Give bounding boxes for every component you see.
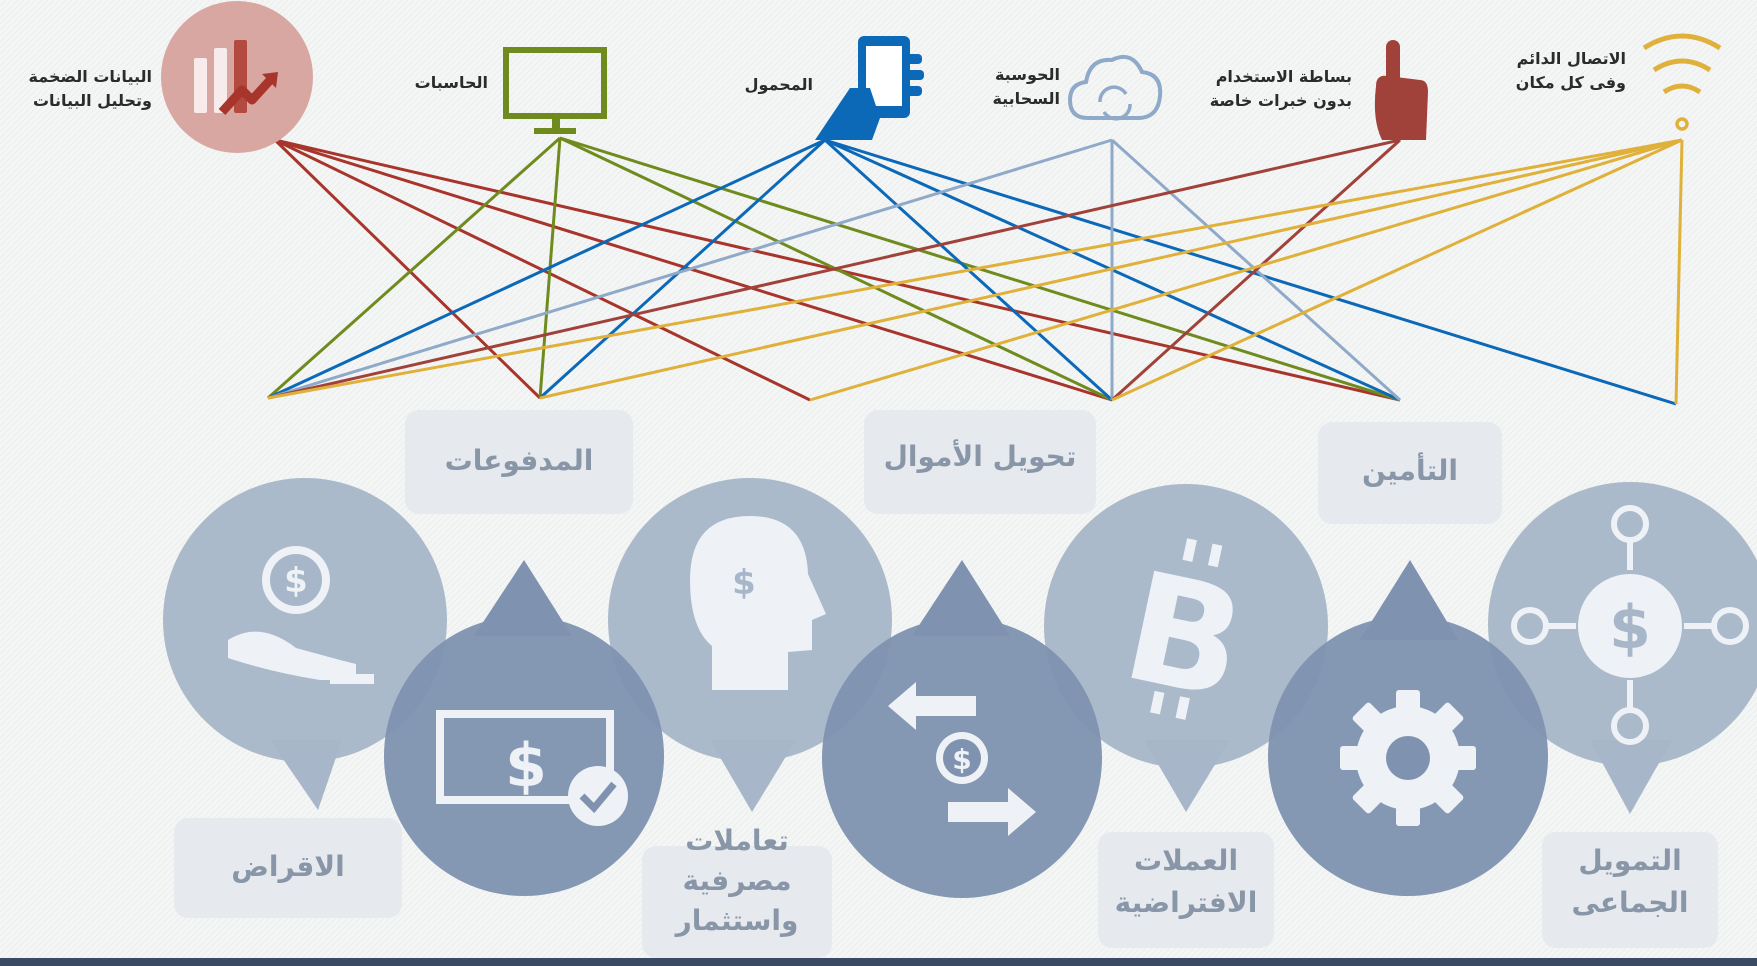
ease-label: بساطة الاستخدام بدون خبرات خاصة: [1210, 67, 1352, 110]
service-chip-banking: تعاملات مصرفية واستثمار: [642, 824, 832, 958]
connection-lines: [267, 136, 1684, 406]
connection-connectivity-1: [539, 138, 1683, 400]
connection-connectivity-2: [809, 138, 1683, 402]
cloud-line2: السحابية: [992, 89, 1060, 108]
connectivity-node: الاتصال الدائم وفى كل مكان: [1516, 33, 1722, 131]
dollar-network-icon: $: [1511, 505, 1749, 745]
big-data-line2: وتحليل البيانات: [33, 91, 152, 110]
pointing-hand-icon: [1374, 40, 1428, 140]
mobile-node: المحمول: [745, 36, 924, 140]
banking-line2: مصرفية: [682, 864, 791, 897]
insurance-bubble: [1268, 560, 1548, 896]
money-check-icon: $: [436, 710, 628, 826]
crowdfunding-label: التمويل الجماعى: [1571, 844, 1688, 919]
service-chip-payments: المدفوعات: [405, 410, 633, 514]
crypto-line1: العملات: [1134, 844, 1238, 877]
connection-connectivity-0: [267, 138, 1683, 400]
svg-text:$: $: [1609, 593, 1651, 663]
wifi-icon: [1642, 33, 1722, 131]
transfers-bubble: $: [822, 560, 1102, 898]
cloud-node: الحوسبة السحابية: [992, 55, 1163, 121]
monitor-icon: [503, 47, 607, 134]
ease-line1: بساطة الاستخدام: [1216, 67, 1352, 86]
ease-line2: بدون خبرات خاصة: [1210, 91, 1352, 110]
connection-ease-3: [1110, 138, 1402, 402]
lending-bubble: $: [163, 478, 447, 810]
transfer-arrows-icon: $: [888, 682, 1036, 836]
service-chip-crypto: العملات الافتراضية: [1098, 832, 1274, 948]
crypto-label: العملات الافتراضية: [1115, 844, 1258, 919]
advice-bubble: $: [608, 478, 892, 812]
hand-phone-icon: [815, 36, 924, 140]
crowdfunding-bubble: $: [1488, 482, 1757, 814]
banking-bubble: $: [384, 560, 664, 896]
banking-line3: واستثمار: [674, 904, 799, 937]
svg-text:$: $: [952, 743, 971, 776]
connection-computers-0: [267, 136, 561, 400]
crypto-line2: الافتراضية: [1115, 886, 1258, 919]
computers-label: الحاسبات: [415, 73, 488, 92]
service-chip-crowdfunding: التمويل الجماعى: [1542, 832, 1718, 948]
svg-text:$: $: [732, 563, 756, 603]
insurance-label: التأمين: [1362, 452, 1458, 487]
connection-connectivity-5: [1674, 139, 1684, 405]
banking-line1: تعاملات: [685, 824, 789, 857]
svg-text:$: $: [284, 561, 308, 601]
big-data-line1: البيانات الضخمة: [29, 67, 152, 86]
crowdfunding-line2: الجماعى: [1571, 886, 1688, 919]
mobile-label: المحمول: [745, 75, 813, 94]
crowdfunding-line1: التمويل: [1578, 844, 1681, 877]
connection-mobile-0: [267, 138, 826, 400]
big-data-node: البيانات الضخمة وتحليل البيانات: [29, 1, 313, 153]
connection-mobile-1: [538, 138, 827, 400]
footer-bar: [0, 958, 1757, 966]
lending-label: الاقراض: [231, 850, 344, 883]
ease-node: بساطة الاستخدام بدون خبرات خاصة: [1210, 40, 1428, 140]
banking-label: تعاملات مصرفية واستثمار: [674, 824, 799, 937]
big-data-label: البيانات الضخمة وتحليل البيانات: [29, 67, 152, 110]
cloud-sync-icon: [1067, 55, 1163, 121]
payments-label: المدفوعات: [445, 444, 594, 477]
computers-node: الحاسبات: [415, 47, 607, 134]
connectivity-label: الاتصال الدائم وفى كل مكان: [1516, 49, 1626, 92]
service-chip-insurance: التأمين: [1318, 422, 1502, 524]
connectivity-line1: الاتصال الدائم: [1517, 49, 1626, 68]
money-hand-icon: $: [228, 546, 374, 684]
service-chip-transfers: تحويل الأموال: [864, 410, 1096, 514]
cloud-label: الحوسبة السحابية: [992, 65, 1060, 108]
head-dollar-icon: $: [690, 516, 826, 690]
bar-chart-trend-icon: [194, 40, 278, 116]
connection-cloud-0: [267, 138, 1113, 400]
transfers-label: تحويل الأموال: [884, 439, 1077, 473]
crypto-bubble: B: [1044, 484, 1328, 812]
connectivity-line2: وفى كل مكان: [1516, 73, 1626, 92]
gear-icon: [1340, 690, 1476, 826]
service-chip-lending: الاقراض: [174, 818, 402, 918]
svg-text:$: $: [505, 731, 547, 801]
connection-connectivity-3: [1111, 138, 1683, 402]
cloud-line1: الحوسبة: [995, 65, 1060, 84]
connection-big-data-3: [274, 138, 1113, 402]
connection-ease-0: [267, 138, 1401, 400]
